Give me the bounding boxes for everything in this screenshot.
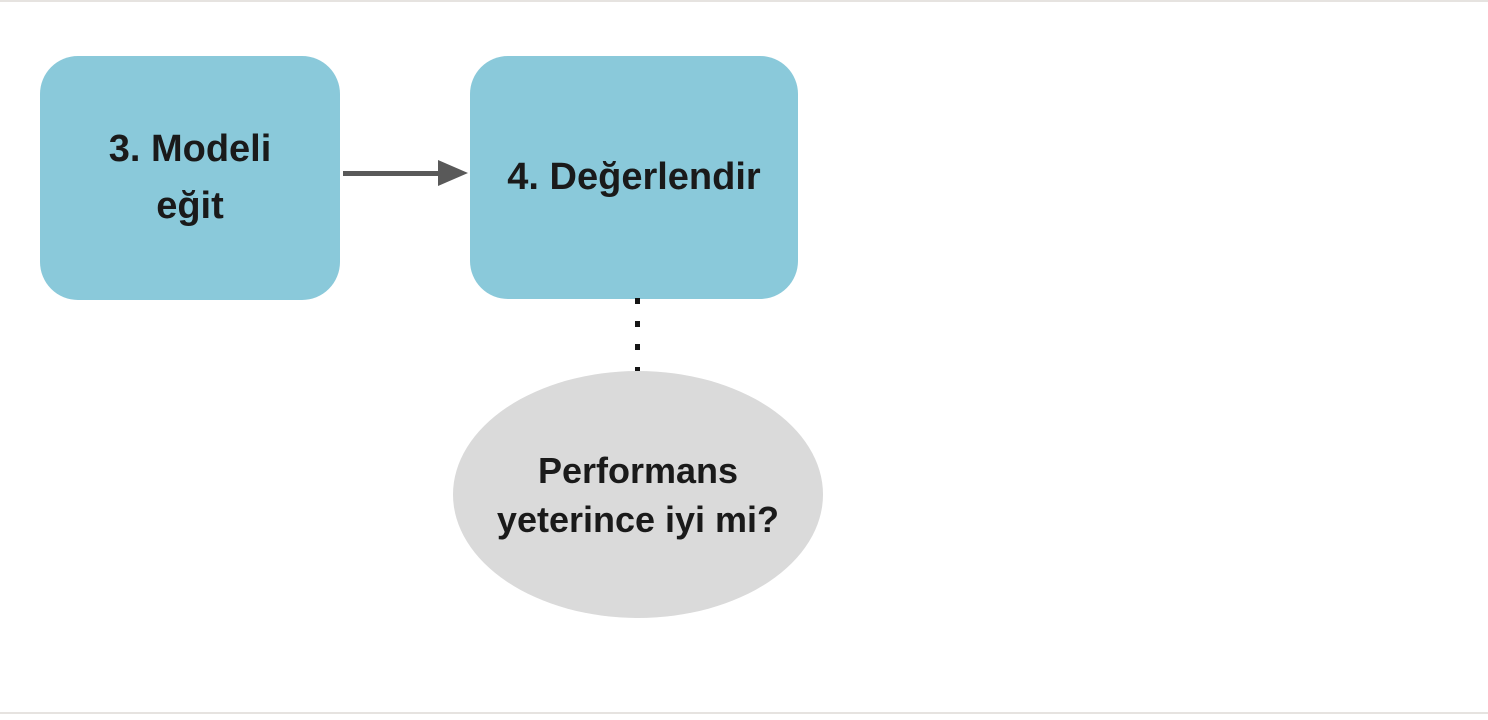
dotted-connector-evaluate-to-performance [635,298,640,373]
arrow-train-to-evaluate-shaft [343,171,442,176]
arrow-right-icon [438,160,468,186]
node-train-model-label-line2: eğit [156,185,224,227]
node-evaluate-label: 4. Değerlendir [507,149,760,206]
bottom-edge-hairline [0,712,1488,714]
node-evaluate: 4. Değerlendir [470,56,798,299]
top-edge-hairline [0,0,1488,2]
node-evaluate-label-line1: 4. Değerlendir [507,156,761,198]
node-train-model-label: 3. Modeli eğit [109,121,272,235]
node-train-model: 3. Modeli eğit [40,56,340,300]
node-performance-question: Performans yeterince iyi mi? [453,371,823,618]
node-performance-label-line2: yeterince iyi mi? [496,498,780,540]
node-performance-label-line1: Performans [537,449,739,491]
node-performance-question-label: Performans yeterince iyi mi? [497,446,779,544]
node-train-model-label-line1: 3. Modeli [108,128,272,170]
